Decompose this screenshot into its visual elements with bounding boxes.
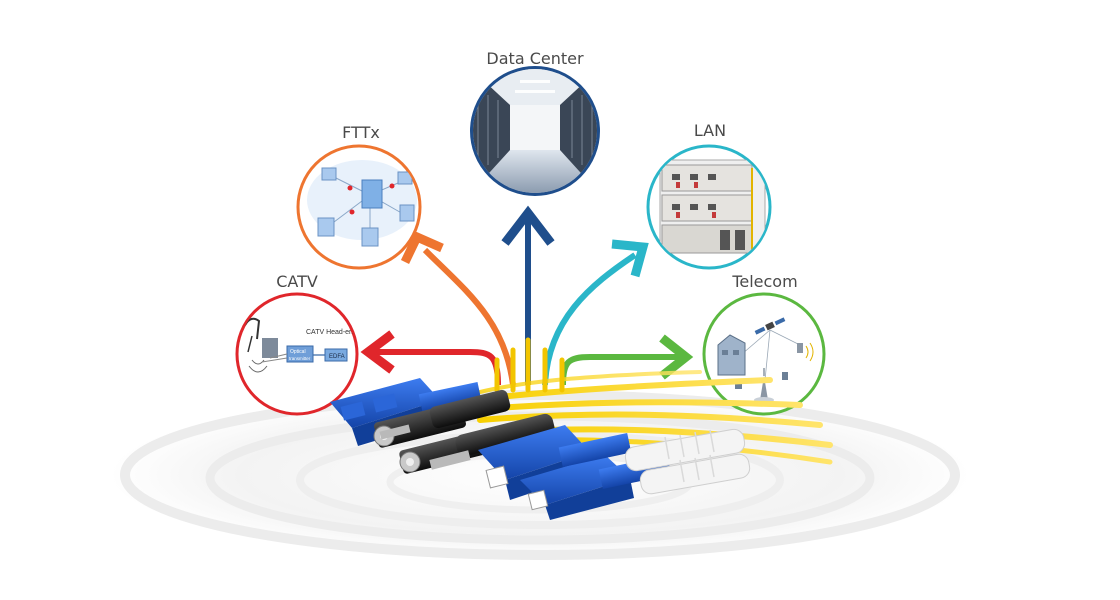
catv-headend-label: CATV Head-end [306, 329, 357, 336]
lan-building-icon [646, 144, 772, 270]
catv-headend-icon: CATV Head-end Optical transmitter EDFA [235, 292, 359, 416]
st-connectors [373, 389, 555, 474]
data-center-icon [470, 66, 600, 196]
catv-edfa-label: EDFA [329, 354, 345, 360]
arrow-catv [375, 349, 501, 386]
arrow-fttx [422, 247, 516, 386]
catv-optical-label: Optical [290, 349, 306, 355]
label-fttx: FTTx [342, 123, 380, 142]
label-telecom: Telecom [732, 272, 798, 291]
fiber-connectors-icon [330, 337, 833, 520]
label-lan: LAN [693, 121, 727, 140]
fttx-network-icon [296, 144, 422, 270]
telecom-satellite-icon [702, 292, 826, 416]
label-data-center: Data Center [486, 49, 584, 68]
arrow-lan [542, 252, 637, 386]
catv-optical-sub: transmitter [289, 356, 311, 361]
sc-connectors-lower [478, 425, 672, 520]
lc-boots [624, 428, 751, 495]
label-catv: CATV [276, 272, 318, 291]
